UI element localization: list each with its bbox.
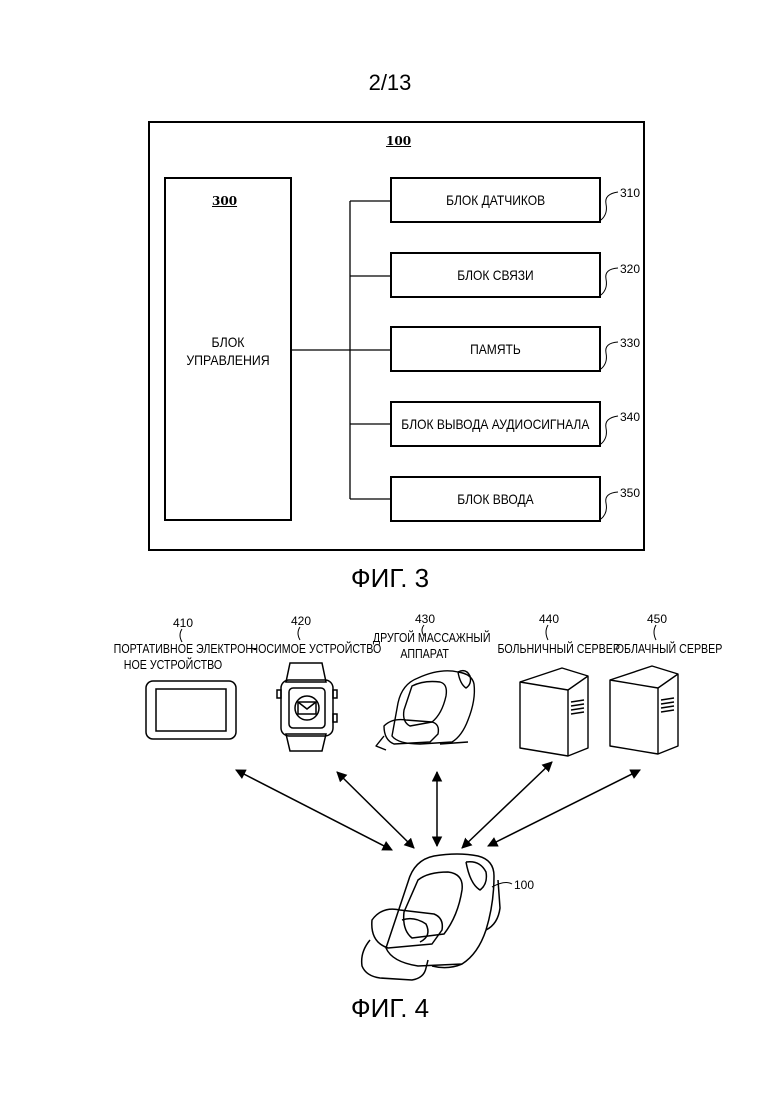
arrow-cloud-server: [488, 770, 640, 846]
tablet-icon: [146, 681, 236, 739]
reference-leader-lines: [180, 192, 656, 887]
smartwatch-icon: [277, 663, 337, 751]
cloud-server-icon: [610, 666, 678, 754]
arrow-wearable-device: [337, 772, 414, 848]
control-to-blocks-connectors: [292, 201, 390, 499]
arrow-portable-device: [236, 770, 392, 850]
massage-chair-small-icon: [376, 671, 474, 750]
communication-arrows: [236, 762, 640, 850]
arrow-hospital-server: [462, 762, 552, 848]
massage-chair-main-icon: [362, 854, 500, 980]
hospital-server-icon: [520, 668, 588, 756]
